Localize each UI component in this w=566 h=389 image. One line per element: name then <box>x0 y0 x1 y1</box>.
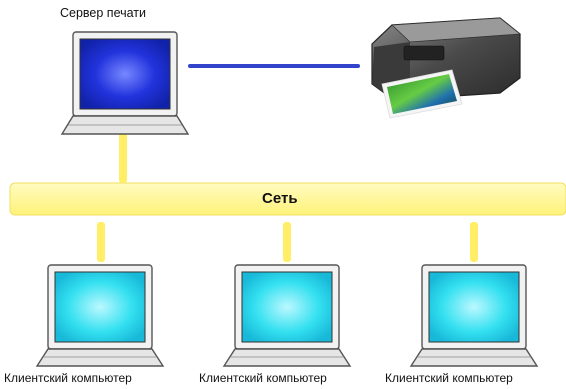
client-computer-1-label: Клиентский компьютер <box>4 371 132 385</box>
client-computer-2-icon <box>222 264 352 367</box>
client-3-connector <box>470 222 478 262</box>
client-computer-3-icon <box>409 264 539 367</box>
client-computer-3-label: Клиентский компьютер <box>385 371 513 385</box>
client-computer-1-icon <box>35 264 165 367</box>
print-server-icon <box>60 31 190 135</box>
client-1-connector <box>97 222 105 262</box>
network-label: Сеть <box>262 190 298 207</box>
server-connector <box>119 133 127 183</box>
printer-icon <box>371 17 522 119</box>
network-band <box>9 182 566 216</box>
client-2-connector <box>283 222 291 262</box>
print-server-label: Сервер печати <box>60 6 147 20</box>
client-computer-2-label: Клиентский компьютер <box>199 371 327 385</box>
